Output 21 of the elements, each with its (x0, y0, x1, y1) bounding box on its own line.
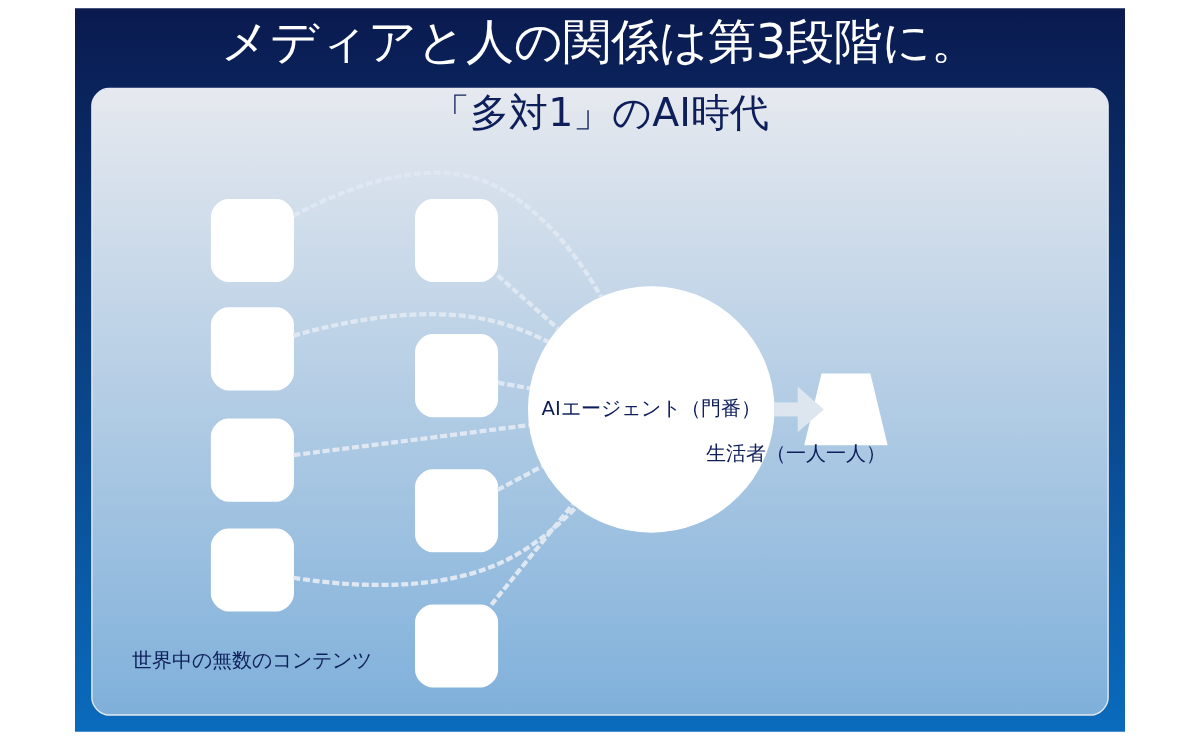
node-box (210, 307, 294, 391)
node-box (210, 418, 294, 502)
connector (293, 422, 530, 458)
connector (489, 503, 575, 607)
arrow (774, 386, 824, 433)
connector (496, 273, 560, 331)
node-box (210, 198, 294, 282)
diagram-title: メディアと人の関係は第3段階に。 (220, 13, 980, 69)
connector (292, 312, 550, 344)
connector (497, 380, 531, 391)
node-box (210, 528, 294, 612)
connector (496, 464, 544, 492)
connector (292, 170, 603, 298)
node-box (415, 604, 499, 688)
node-box (415, 334, 499, 418)
connector (292, 505, 578, 587)
node-person (804, 373, 888, 446)
node-box (415, 469, 499, 553)
node-box (415, 198, 499, 282)
node-label: 生活者（一人一人） (705, 442, 886, 466)
label: 世界中の無数のコンテンツ (132, 648, 373, 672)
